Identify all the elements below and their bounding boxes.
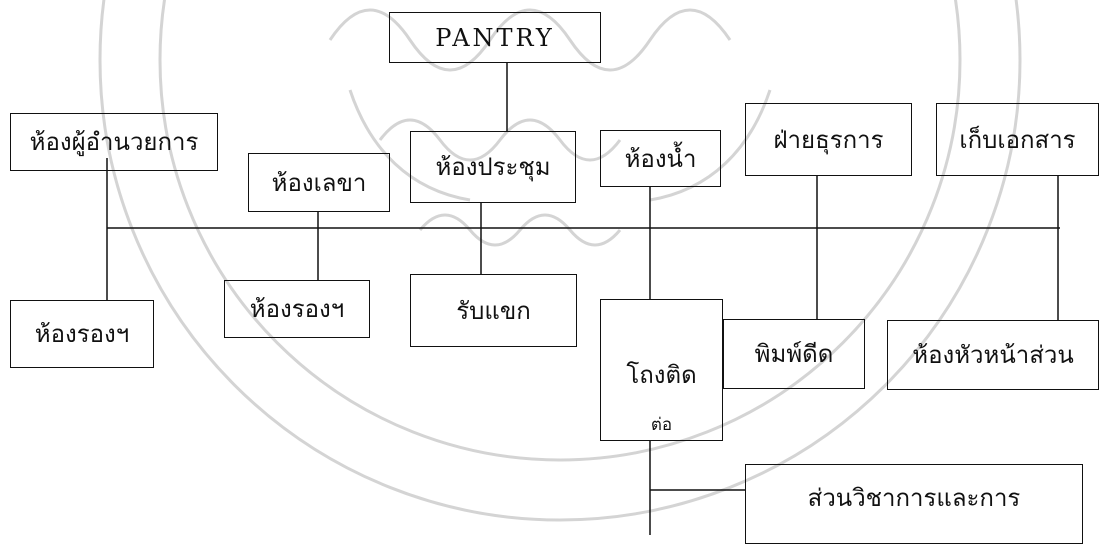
deputy-room-mid-label: ห้องรองฯ	[249, 295, 345, 323]
connecting-hall-box: โถงติดต่อ	[600, 299, 723, 441]
deputy-room-mid-box: ห้องรองฯ	[224, 280, 370, 338]
restroom-label: ห้องน้ำ	[624, 144, 697, 173]
printing-box: พิมพ์ดีด	[723, 319, 865, 389]
pantry-box: PANTRY	[389, 12, 601, 63]
deputy-room-left-box: ห้องรองฯ	[10, 300, 154, 368]
section-head-room-box: ห้องหัวหน้าส่วน	[887, 320, 1099, 390]
general-affairs-box: ฝ่ายธุรการ	[745, 103, 912, 176]
general-affairs-label: ฝ่ายธุรการ	[773, 125, 884, 154]
pantry-label: PANTRY	[435, 23, 555, 52]
secretary-room-box: ห้องเลขา	[248, 153, 390, 212]
academic-division-label: ส่วนวิชาการและการ	[807, 484, 1021, 512]
secretary-room-label: ห้องเลขา	[271, 168, 367, 197]
document-storage-box: เก็บเอกสาร	[936, 103, 1099, 176]
meeting-room-box: ห้องประชุม	[410, 131, 576, 203]
director-room-label: ห้องผู้อำนวยการ	[29, 128, 199, 156]
meeting-room-label: ห้องประชุม	[435, 153, 551, 181]
academic-division-box: ส่วนวิชาการและการ	[745, 464, 1083, 544]
connecting-hall-label: โถงติด	[626, 361, 697, 389]
deputy-room-left-label: ห้องรองฯ	[34, 320, 130, 348]
printing-label: พิมพ์ดีด	[754, 340, 834, 368]
connecting-hall-sub-label: ต่อ	[650, 415, 673, 435]
reception-box: รับแขก	[410, 274, 577, 347]
reception-label: รับแขก	[456, 296, 531, 325]
restroom-box: ห้องน้ำ	[600, 130, 721, 187]
document-storage-label: เก็บเอกสาร	[959, 125, 1076, 154]
director-room-box: ห้องผู้อำนวยการ	[10, 113, 218, 171]
section-head-room-label: ห้องหัวหน้าส่วน	[912, 341, 1074, 369]
